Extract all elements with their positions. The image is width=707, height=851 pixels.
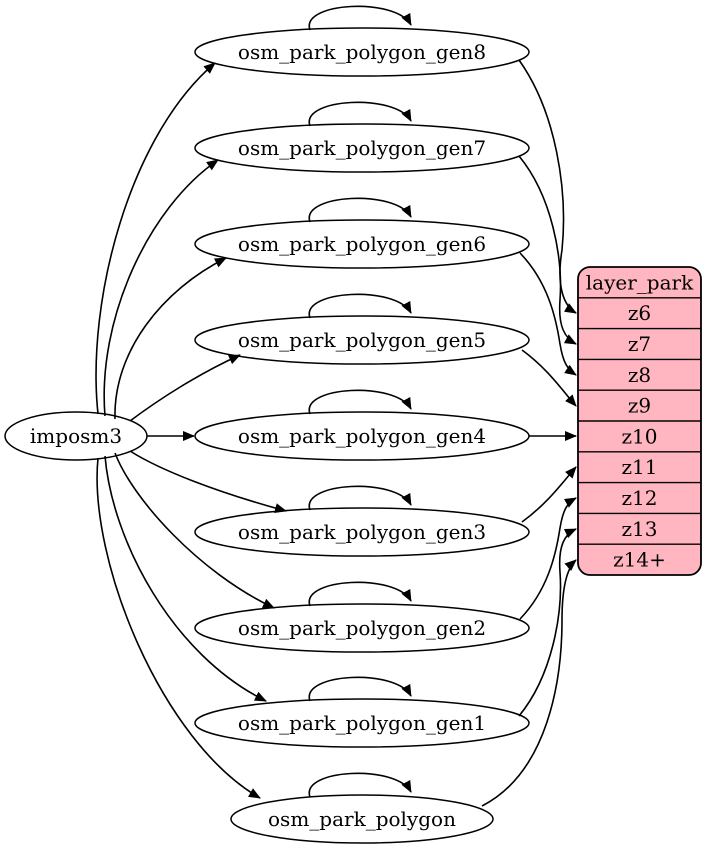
osm_park_polygon_gen5-ellipse [194, 315, 530, 365]
edge-osm_park_polygon-to-z14plus [481, 559, 577, 807]
osm_park_polygon_gen6-ellipse [194, 219, 530, 269]
table-node-osm_park_polygon_gen2 [194, 603, 530, 653]
osm_park_polygon-label: osm_park_polygon [268, 807, 456, 831]
self-loop-osm_park_polygon_gen8 [308, 5, 412, 31]
self-loop-osm_park_polygon_gen7 [308, 101, 412, 127]
osm_park_polygon_gen3-label: osm_park_polygon_gen3 [238, 520, 486, 544]
table-node-osm_park_polygon_gen1 [194, 698, 530, 748]
osm_park_polygon-ellipse [230, 794, 494, 844]
edge-imposm3-to-osm_park_polygon [96, 457, 261, 799]
layer-row-z8: z8 [628, 363, 651, 387]
edge-imposm3-to-osm_park_polygon_gen5 [129, 354, 241, 422]
table-node-osm_park_polygon_gen5 [194, 315, 530, 365]
osm_park_polygon_gen7-ellipse [194, 123, 530, 173]
edge-imposm3-to-osm_park_polygon_gen3 [129, 450, 287, 513]
edge-imposm3-to-osm_park_polygon_gen8 [95, 62, 216, 415]
self-loop-osm_park_polygon_gen2 [308, 581, 412, 607]
layer-row-z12: z12 [622, 486, 658, 510]
osm_park_polygon_gen5-label: osm_park_polygon_gen5 [238, 328, 486, 352]
table-node-osm_park_polygon_gen8 [194, 27, 530, 77]
layer-row-z14plus: z14+ [613, 548, 666, 572]
osm_park_polygon_gen2-label: osm_park_polygon_gen2 [238, 616, 486, 640]
table-node-osm_park_polygon_gen6 [194, 219, 530, 269]
self-loop-osm_park_polygon_gen5 [308, 293, 412, 319]
imposm3-label: imposm3 [30, 424, 122, 448]
layer-row-z13: z13 [622, 517, 658, 541]
edge-osm_park_polygon_gen3-to-z11 [521, 466, 577, 523]
edge-osm_park_polygon_gen5-to-z9 [521, 349, 577, 407]
osm_park_polygon_gen1-label: osm_park_polygon_gen1 [238, 711, 486, 735]
layer-row-z7: z7 [628, 332, 651, 356]
layer-row-z11: z11 [622, 455, 658, 479]
osm_park_polygon_gen4-label: osm_park_polygon_gen4 [238, 424, 486, 448]
osm_park_polygon_gen1-ellipse [194, 698, 530, 748]
osm_park_polygon_gen8-label: osm_park_polygon_gen8 [238, 40, 486, 64]
edge-osm_park_polygon_gen8-to-z6 [518, 59, 577, 314]
layer-node-layer_park: layer_park z6 z7 z8 z9 z10 z11 z12 z13 z14+ [577, 266, 702, 576]
edge-osm_park_polygon_gen6-to-z8 [519, 252, 577, 376]
self-loop-osm_park_polygon [308, 772, 412, 798]
edge-imposm3-to-osm_park_polygon_gen2 [114, 452, 275, 609]
self-loop-osm_park_polygon_gen6 [308, 197, 412, 223]
osm_park_polygon_gen7-label: osm_park_polygon_gen7 [238, 136, 486, 160]
edge-osm_park_polygon_gen2-to-z12 [519, 497, 577, 620]
edge-imposm3-to-osm_park_polygon_gen6 [114, 257, 227, 420]
layer-park-title: layer_park [586, 270, 694, 294]
osm_park_polygon_gen8-ellipse [194, 27, 530, 77]
source-node-imposm3: imposm3 [4, 411, 148, 461]
layer-row-z6: z6 [628, 301, 651, 325]
self-loop-osm_park_polygon_gen3 [308, 485, 412, 511]
self-loop-osm_park_polygon_gen1 [308, 676, 412, 702]
osm_park_polygon_gen2-ellipse [194, 603, 530, 653]
edge-osm_park_polygon_gen1-to-z13 [518, 528, 577, 717]
layer-row-z10: z10 [622, 424, 658, 448]
osm_park_polygon_gen6-label: osm_park_polygon_gen6 [238, 232, 486, 256]
self-loop-osm_park_polygon_gen4 [308, 389, 412, 415]
layer-row-z9: z9 [628, 394, 651, 418]
osm_park_polygon_gen3-ellipse [194, 507, 530, 557]
edge-imposm3-to-osm_park_polygon_gen1 [104, 455, 267, 702]
table-node-osm_park_polygon [230, 794, 494, 844]
edge-osm_park_polygon_gen7-to-z7 [518, 155, 577, 345]
edge-imposm3-to-osm_park_polygon_gen7 [103, 159, 219, 417]
table-node-osm_park_polygon_gen3 [194, 507, 530, 557]
table-node-osm_park_polygon_gen7 [194, 123, 530, 173]
